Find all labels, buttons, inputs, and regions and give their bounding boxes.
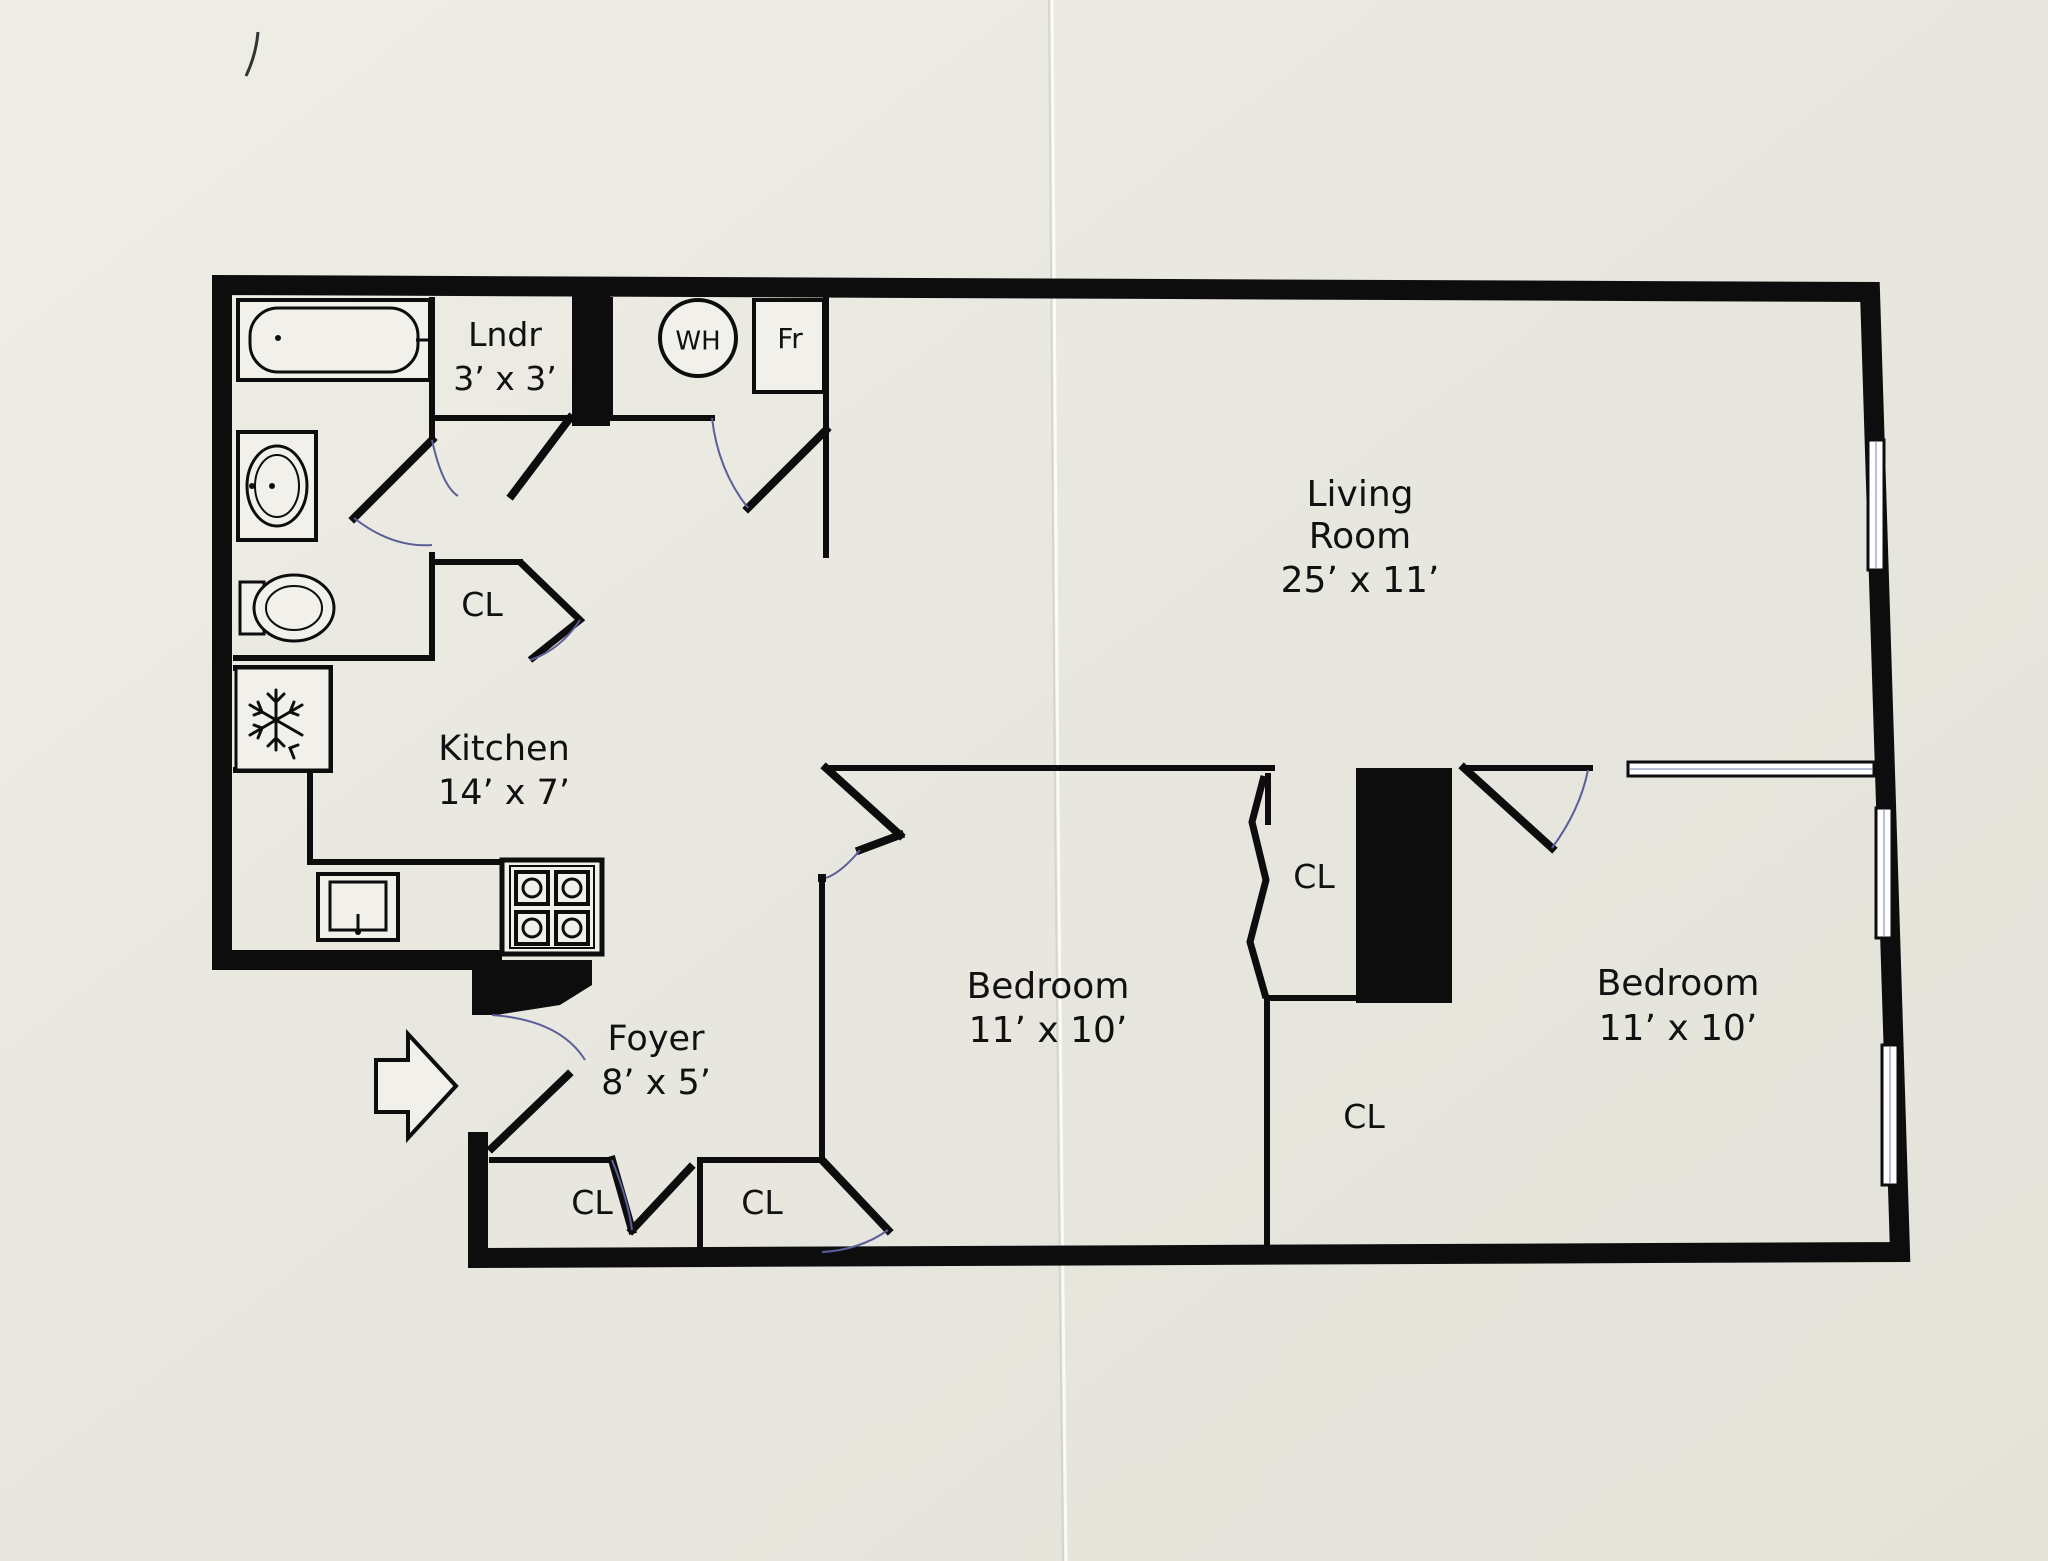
living-room-name-1: Living — [1306, 474, 1413, 515]
bathtub — [236, 298, 432, 382]
foyer-entry-jamb — [472, 960, 592, 1015]
laundry-wh-wall — [572, 296, 610, 426]
laundry-dims: 3’ x 3’ — [453, 359, 556, 398]
snowflake-icon — [248, 688, 304, 760]
door-swings — [353, 417, 1589, 1253]
living-room-dims: 25’ x 11’ — [1281, 560, 1440, 601]
bedroom-1-dims: 11’ x 10’ — [969, 1010, 1128, 1051]
bedroom-2-closet-label: CL — [1343, 1097, 1385, 1136]
door-leaves — [348, 412, 1558, 1236]
living-room-name-2: Room — [1309, 516, 1412, 557]
foyer-name: Foyer — [608, 1019, 706, 1059]
bedroom-1-name: Bedroom — [967, 966, 1130, 1007]
room-labels: Lndr 3’ x 3’ Living Room 25’ x 11’ CL Ki… — [438, 315, 1759, 1222]
bath-closet-label: CL — [461, 585, 503, 624]
laundry-name: Lndr — [468, 315, 542, 354]
kitchen-dims: 14’ x 7’ — [438, 773, 570, 813]
fridge-box — [752, 298, 826, 394]
paper-fold-crease — [1050, 0, 1068, 1561]
foyer-dims: 8’ x 5’ — [601, 1063, 711, 1103]
bedroom-2-name: Bedroom — [1597, 963, 1760, 1004]
fridge-label: Fr — [777, 322, 803, 355]
pen-mark — [244, 31, 260, 77]
foyer-closet-right-label: CL — [741, 1183, 783, 1222]
bath-sink — [236, 430, 318, 542]
windows — [1626, 438, 1900, 1187]
bedroom-1-closet-label: CL — [1293, 857, 1335, 896]
bedroom-closet-chase — [1356, 768, 1452, 1003]
bedroom-closet-bifold — [1246, 775, 1270, 999]
bedroom-2-dims: 11’ x 10’ — [1599, 1008, 1758, 1049]
stove-burners-icon — [499, 857, 605, 957]
kitchen-name: Kitchen — [438, 729, 570, 769]
foyer-closet-left-label: CL — [571, 1183, 613, 1222]
water-heater: WH — [658, 298, 738, 378]
freezer — [234, 666, 332, 772]
paper-fold-shadow — [1048, 0, 1064, 1561]
water-heater-label: WH — [675, 327, 720, 357]
kitchen-sink — [316, 872, 400, 942]
toilet — [238, 573, 336, 643]
entry-arrow-icon — [374, 1028, 459, 1144]
